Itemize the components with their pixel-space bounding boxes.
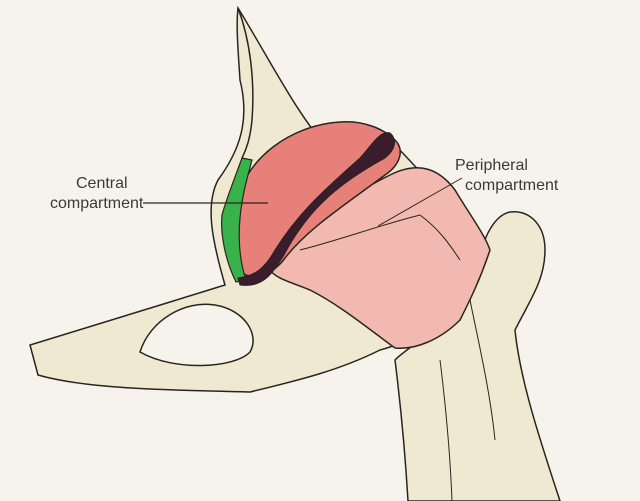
- central-label-line2: compartment: [50, 195, 144, 212]
- central-label-line1: Central: [76, 175, 128, 192]
- peripheral-label-line1: Peripheral: [455, 157, 528, 174]
- peripheral-label-line2: compartment: [465, 177, 559, 194]
